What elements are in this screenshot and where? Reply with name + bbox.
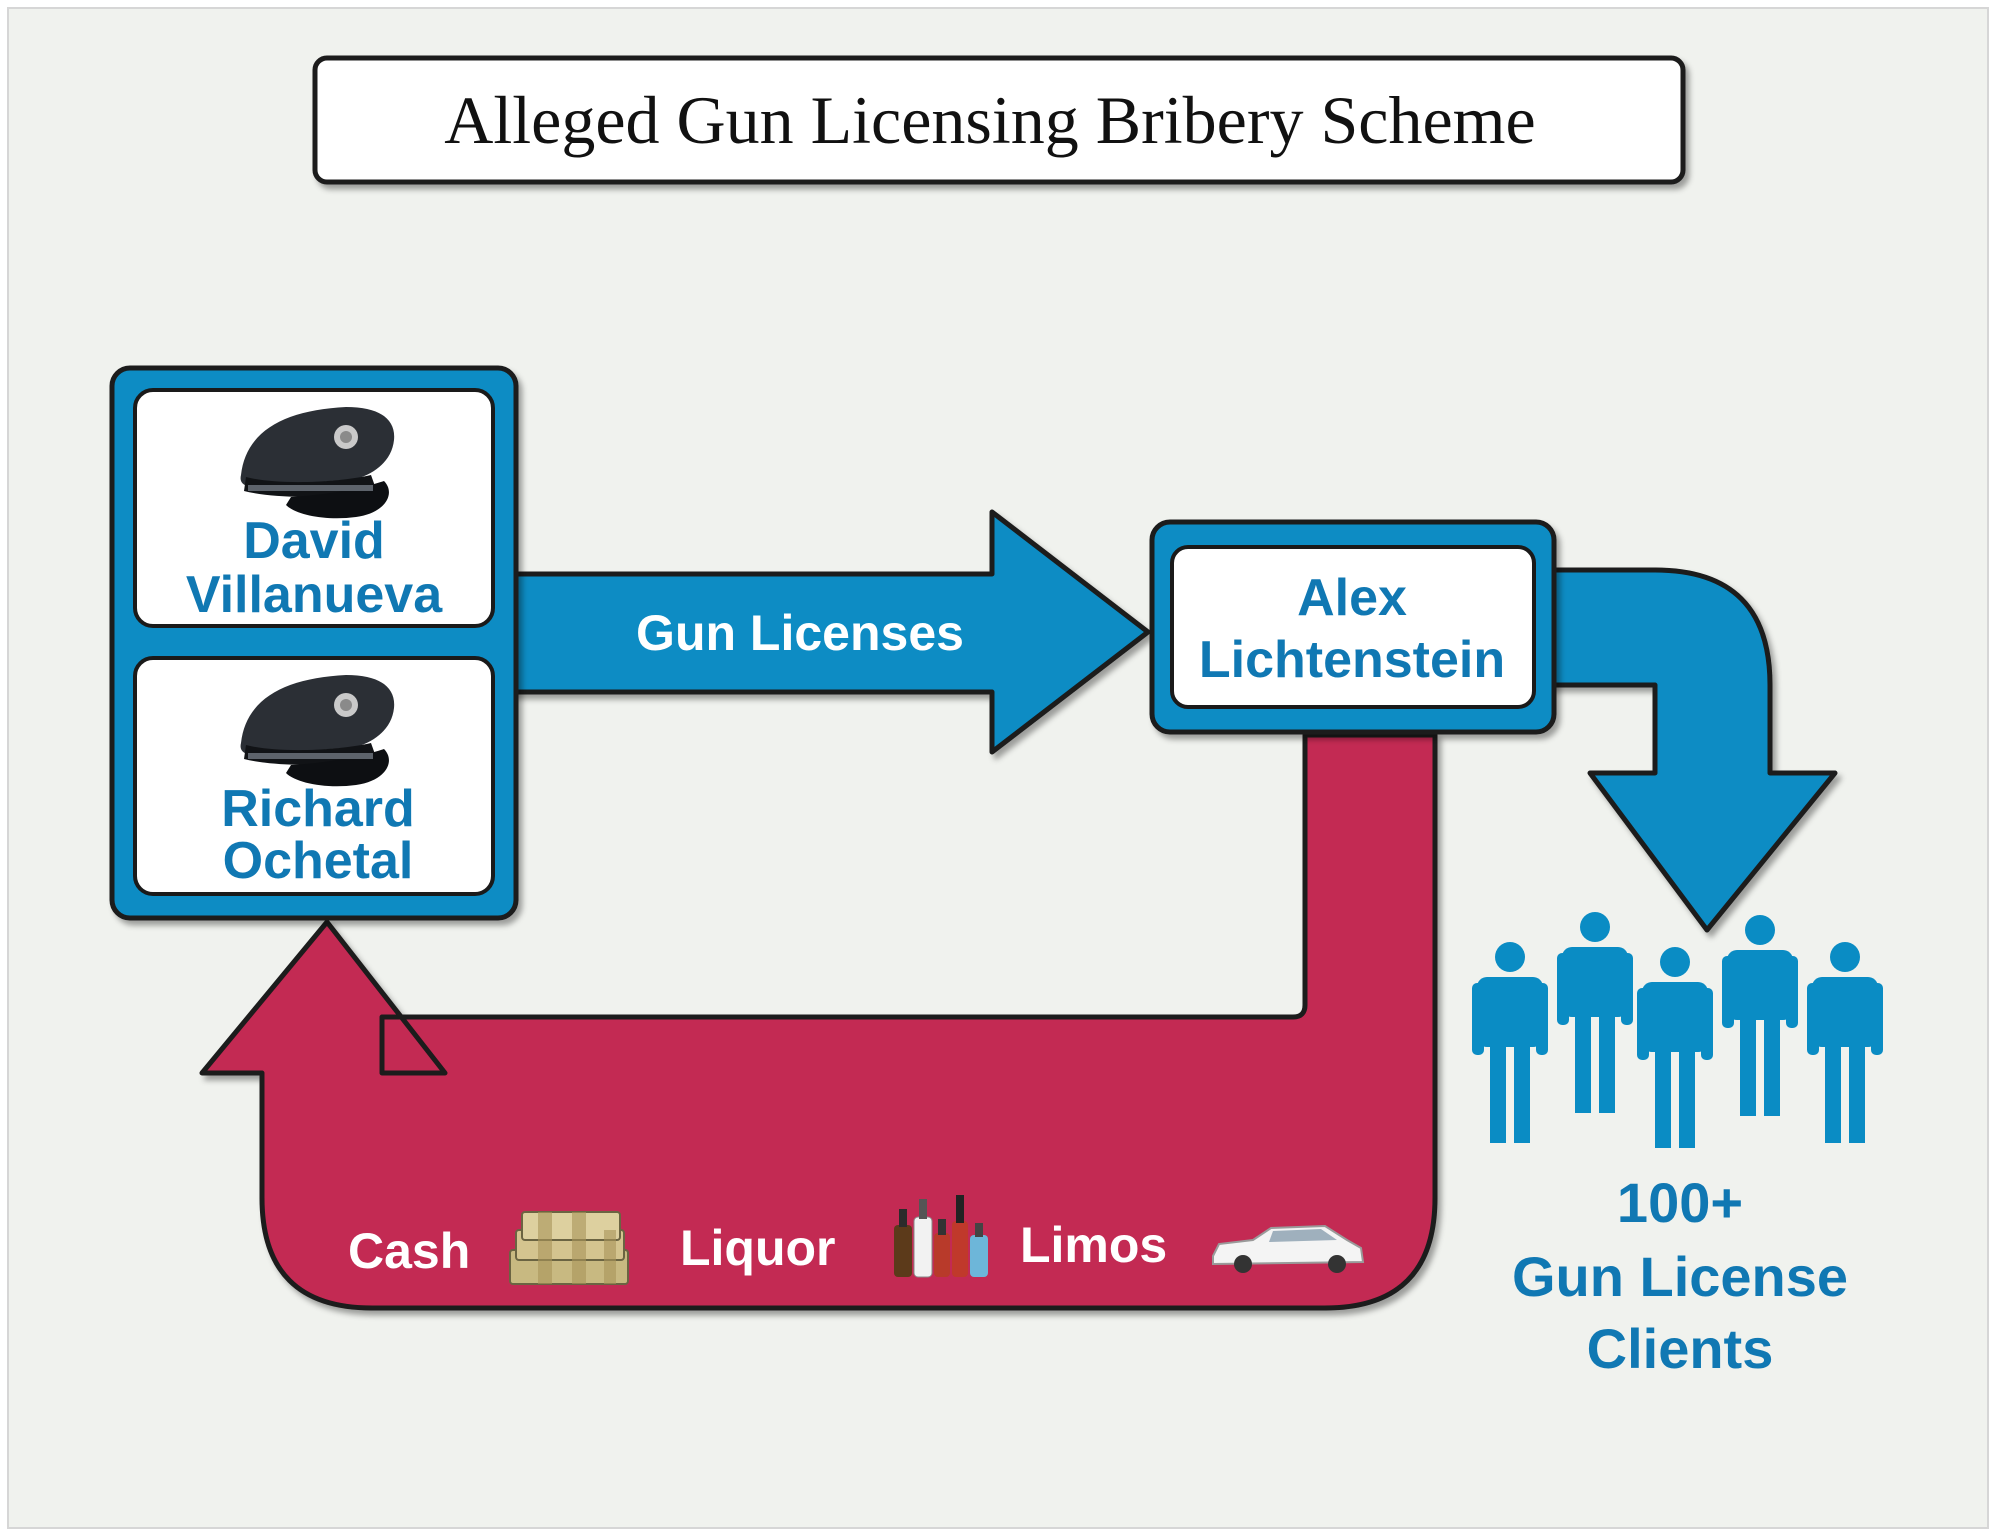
officer-card-ochetal: Richard Ochetal (133, 656, 495, 896)
gun-licenses-arrow: Gun Licenses (507, 509, 1151, 755)
officer-first-name: Richard (221, 780, 415, 838)
clients-count: 100+ (1617, 1171, 1743, 1234)
middleman-last-name: Lichtenstein (1199, 631, 1505, 689)
cash-stack-icon (509, 1211, 629, 1285)
officer-last-name: Villanueva (186, 566, 443, 624)
to-clients-arrow (1542, 567, 1838, 933)
bribe-items: Cash Liquor Limos (348, 1195, 1365, 1285)
liquor-bottles-icon (894, 1195, 988, 1278)
clients-group: 100+ Gun License Clients (1472, 912, 1883, 1380)
diagram-title: Alleged Gun Licensing Bribery Scheme (444, 82, 1536, 158)
officer-card-villanueva: David Villanueva (133, 388, 495, 628)
title-box: Alleged Gun Licensing Bribery Scheme (312, 55, 1686, 185)
cash-label: Cash (348, 1223, 470, 1279)
clients-label-line2: Clients (1587, 1317, 1774, 1380)
limos-label: Limos (1020, 1217, 1167, 1273)
officer-last-name: Ochetal (223, 832, 414, 890)
limousine-icon (1212, 1224, 1365, 1273)
middleman-group: Alex Lichtenstein (1149, 519, 1557, 735)
gun-licenses-label: Gun Licenses (636, 605, 964, 661)
officer-first-name: David (243, 512, 385, 570)
officers-group: David Villanueva Richard Ochetal (109, 365, 519, 921)
liquor-label: Liquor (680, 1220, 836, 1276)
clients-label-line1: Gun License (1512, 1245, 1848, 1308)
bribes-arrow (199, 732, 1438, 1311)
middleman-first-name: Alex (1297, 569, 1407, 627)
